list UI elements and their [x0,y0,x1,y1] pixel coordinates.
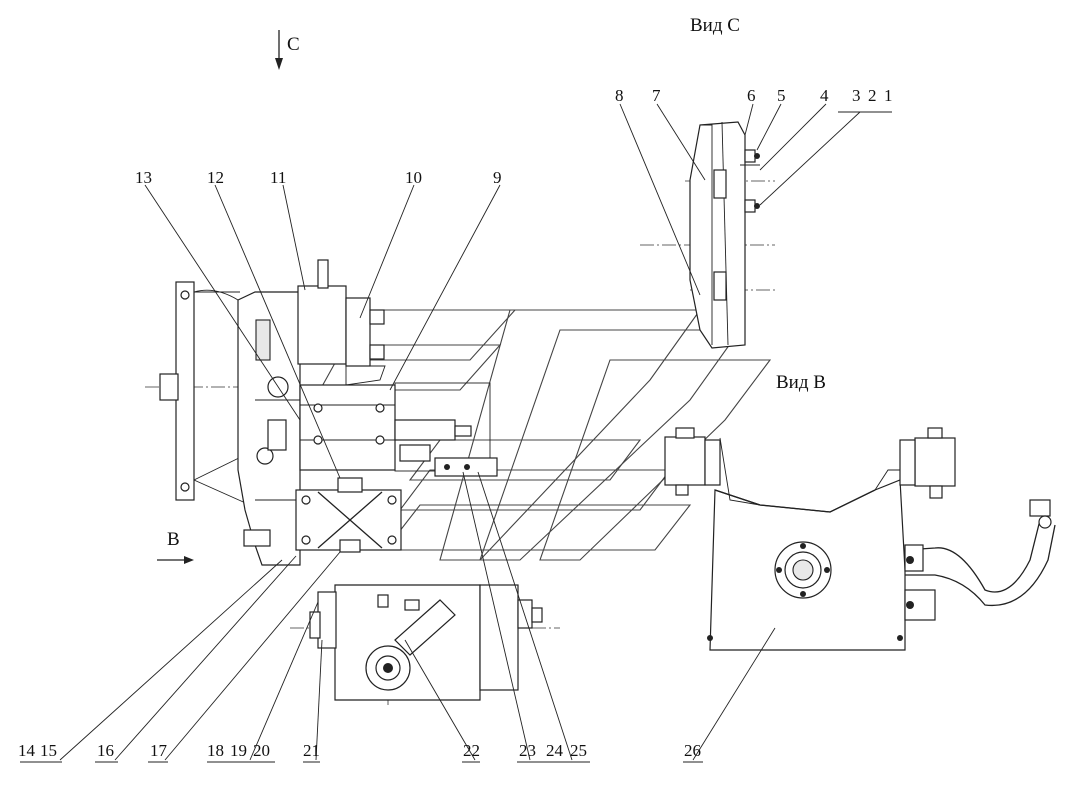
view-b-title: Вид В [776,372,826,393]
callout-11: 11 [270,168,286,187]
callout-21: 21 [303,741,320,760]
callout-12: 12 [207,168,224,187]
callout-16: 16 [97,741,114,760]
arrow-b-letter: В [167,529,180,550]
callout-9: 9 [493,168,502,187]
callout-17: 17 [150,741,168,760]
callout-2: 2 [868,86,877,105]
callout-19: 19 [230,741,247,760]
callout-15: 15 [40,741,57,760]
callout-8: 8 [615,86,624,105]
callout-26: 26 [684,741,701,760]
callout-18: 18 [207,741,224,760]
view-c-direction-arrow: С [275,30,300,70]
callout-6: 6 [747,86,756,105]
callout-14: 14 [18,741,36,760]
callout-7: 7 [652,86,661,105]
callout-23: 23 [519,741,536,760]
callout-4: 4 [820,86,829,105]
callout-13: 13 [135,168,152,187]
callout-1: 1 [884,86,893,105]
callout-5: 5 [777,86,786,105]
callout-24: 24 [546,741,564,760]
callout-10: 10 [405,168,422,187]
callout-numbers: 1 2 3 4 5 6 7 8 9 10 11 12 13 14 15 16 1… [18,86,893,760]
callout-3: 3 [852,86,861,105]
main-assembly-view [145,259,560,705]
view-b-direction-arrow: В [157,529,194,564]
view-b-drawing [664,427,1056,651]
view-c-title: Вид С [690,15,740,36]
callout-20: 20 [253,741,270,760]
callout-22: 22 [463,741,480,760]
callout-25: 25 [570,741,587,760]
callout-leader-lines [20,103,892,763]
arrow-c-letter: С [287,34,300,55]
view-c-drawing [640,121,775,349]
